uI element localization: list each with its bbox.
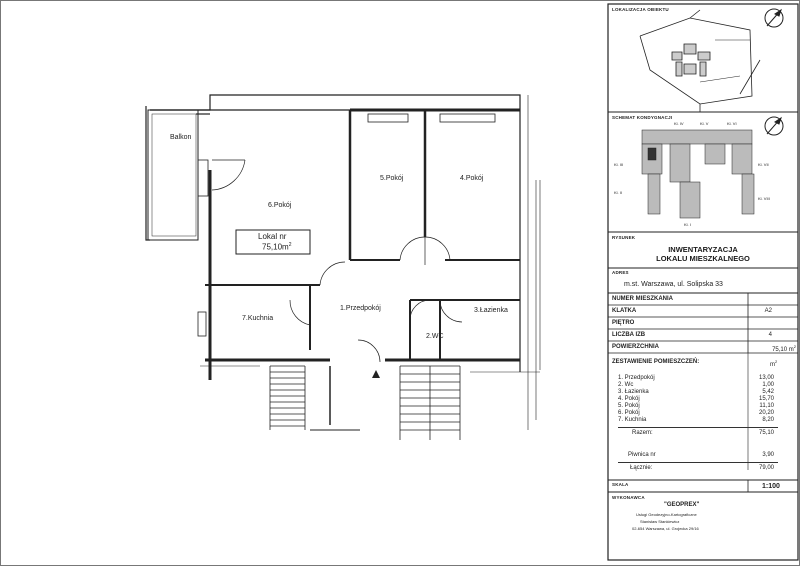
executor-header: WYKONAWCA bbox=[612, 495, 645, 500]
scale-value: 1:100 bbox=[762, 483, 780, 490]
room-label-pokoj6: 6.Pokój bbox=[268, 202, 292, 209]
summary-row-area: 1,00 bbox=[762, 382, 774, 388]
scheme-label: Kl. IV bbox=[674, 121, 684, 126]
company-line: Stanisław Stankiewicz bbox=[640, 519, 680, 524]
summary-unit: m2 bbox=[770, 359, 778, 368]
scale-header: SKALA bbox=[612, 482, 629, 487]
field-label: LICZBA IZB bbox=[612, 332, 646, 338]
north-arrow-icon bbox=[764, 8, 784, 28]
grand-total-label: Łącznie: bbox=[630, 465, 653, 471]
summary-row-area: 20,20 bbox=[758, 410, 774, 416]
field-value: 4 bbox=[768, 332, 772, 338]
scheme-label: Kl. I bbox=[684, 222, 691, 227]
field-label: POWIERZCHNIA bbox=[612, 344, 659, 350]
scheme-label: Kl. VI bbox=[727, 121, 737, 126]
total-label: Razem: bbox=[632, 430, 653, 436]
total-value: 75,10 bbox=[758, 430, 774, 436]
field-label: NUMER MIESZKANIA bbox=[612, 296, 673, 302]
plan-walls bbox=[145, 94, 541, 440]
summary-row-area: 15,70 bbox=[758, 396, 774, 402]
scheme-label: Kl. VIII bbox=[758, 196, 770, 201]
unit-area-label: 75,10m2 bbox=[262, 242, 292, 252]
scheme-header: SCHEMAT KONDYGNACJI bbox=[612, 115, 673, 120]
summary-row-name: 2. Wc bbox=[618, 382, 634, 388]
room-label-przedpokoj: 1.Przedpokój bbox=[340, 305, 381, 312]
field-value: 75,10 m2 bbox=[772, 344, 796, 353]
summary-row-name: 7. Kuchnia bbox=[618, 417, 647, 423]
scheme-label: Kl. V bbox=[700, 121, 709, 126]
scheme-label: Kl. VII bbox=[758, 162, 769, 167]
summary-row-name: 6. Pokój bbox=[618, 410, 640, 416]
summary-row-area: 11,10 bbox=[759, 403, 774, 409]
company-name: "GEOPREX" bbox=[664, 502, 700, 508]
scheme-label: Kl. II bbox=[614, 190, 623, 195]
field-label: PIĘTRO bbox=[612, 320, 635, 326]
summary-row-name: 3. Łazienka bbox=[618, 389, 649, 395]
summary-row-area: 13,00 bbox=[758, 375, 774, 381]
summary-row-name: 4. Pokój bbox=[618, 396, 640, 402]
company-line: 02-654 Warszawa, ul. Grojecka 29/16 bbox=[632, 526, 699, 531]
grand-total-value: 79,00 bbox=[758, 465, 774, 471]
company-line: Usługi Geodezyjno-Kartograficzne bbox=[636, 512, 697, 517]
info-panel-frame bbox=[607, 3, 799, 561]
summary-divider bbox=[618, 427, 778, 428]
cellar-value: 3,90 bbox=[762, 452, 774, 458]
address-header: ADRES bbox=[612, 270, 629, 275]
room-label-pokoj5: 5.Pokój bbox=[380, 175, 404, 182]
summary-row-name: 1. Przedpokój bbox=[618, 375, 655, 381]
unit-number-label: Lokal nr bbox=[258, 232, 287, 241]
summary-divider bbox=[618, 462, 778, 463]
location-map bbox=[639, 9, 761, 112]
document-title: INWENTARYZACJA LOKALU MIESZKALNEGO bbox=[656, 245, 750, 263]
summary-row-area: 5,42 bbox=[762, 389, 774, 395]
balcony-label: Balkon bbox=[170, 134, 192, 141]
address-value: m.st. Warszawa, ul. Solipska 33 bbox=[624, 281, 723, 288]
summary-row-name: 5. Pokój bbox=[618, 403, 640, 409]
room-label-kuchnia: 7.Kuchnia bbox=[242, 315, 274, 322]
room-label-wc: 2.WC bbox=[426, 333, 444, 340]
drawing-header: RYSUNEK bbox=[612, 235, 636, 240]
field-label: KLATKA bbox=[612, 308, 637, 314]
entrance-marker-icon bbox=[372, 370, 380, 378]
summary-row-area: 8,20 bbox=[762, 417, 774, 423]
summary-header: ZESTAWIENIE POMIESZCZEŃ: bbox=[612, 359, 700, 365]
field-value: A2 bbox=[764, 308, 772, 314]
scheme-label: Kl. III bbox=[614, 162, 624, 167]
north-arrow-icon-2 bbox=[764, 116, 784, 136]
floor-scheme bbox=[641, 129, 755, 219]
room-label-lazienka: 3.Łazienka bbox=[474, 307, 508, 314]
cellar-label: Piwnica nr bbox=[628, 452, 656, 458]
location-header: LOKALIZACJA OBIEKTU bbox=[612, 7, 669, 12]
room-label-pokoj4: 4.Pokój bbox=[460, 175, 484, 182]
